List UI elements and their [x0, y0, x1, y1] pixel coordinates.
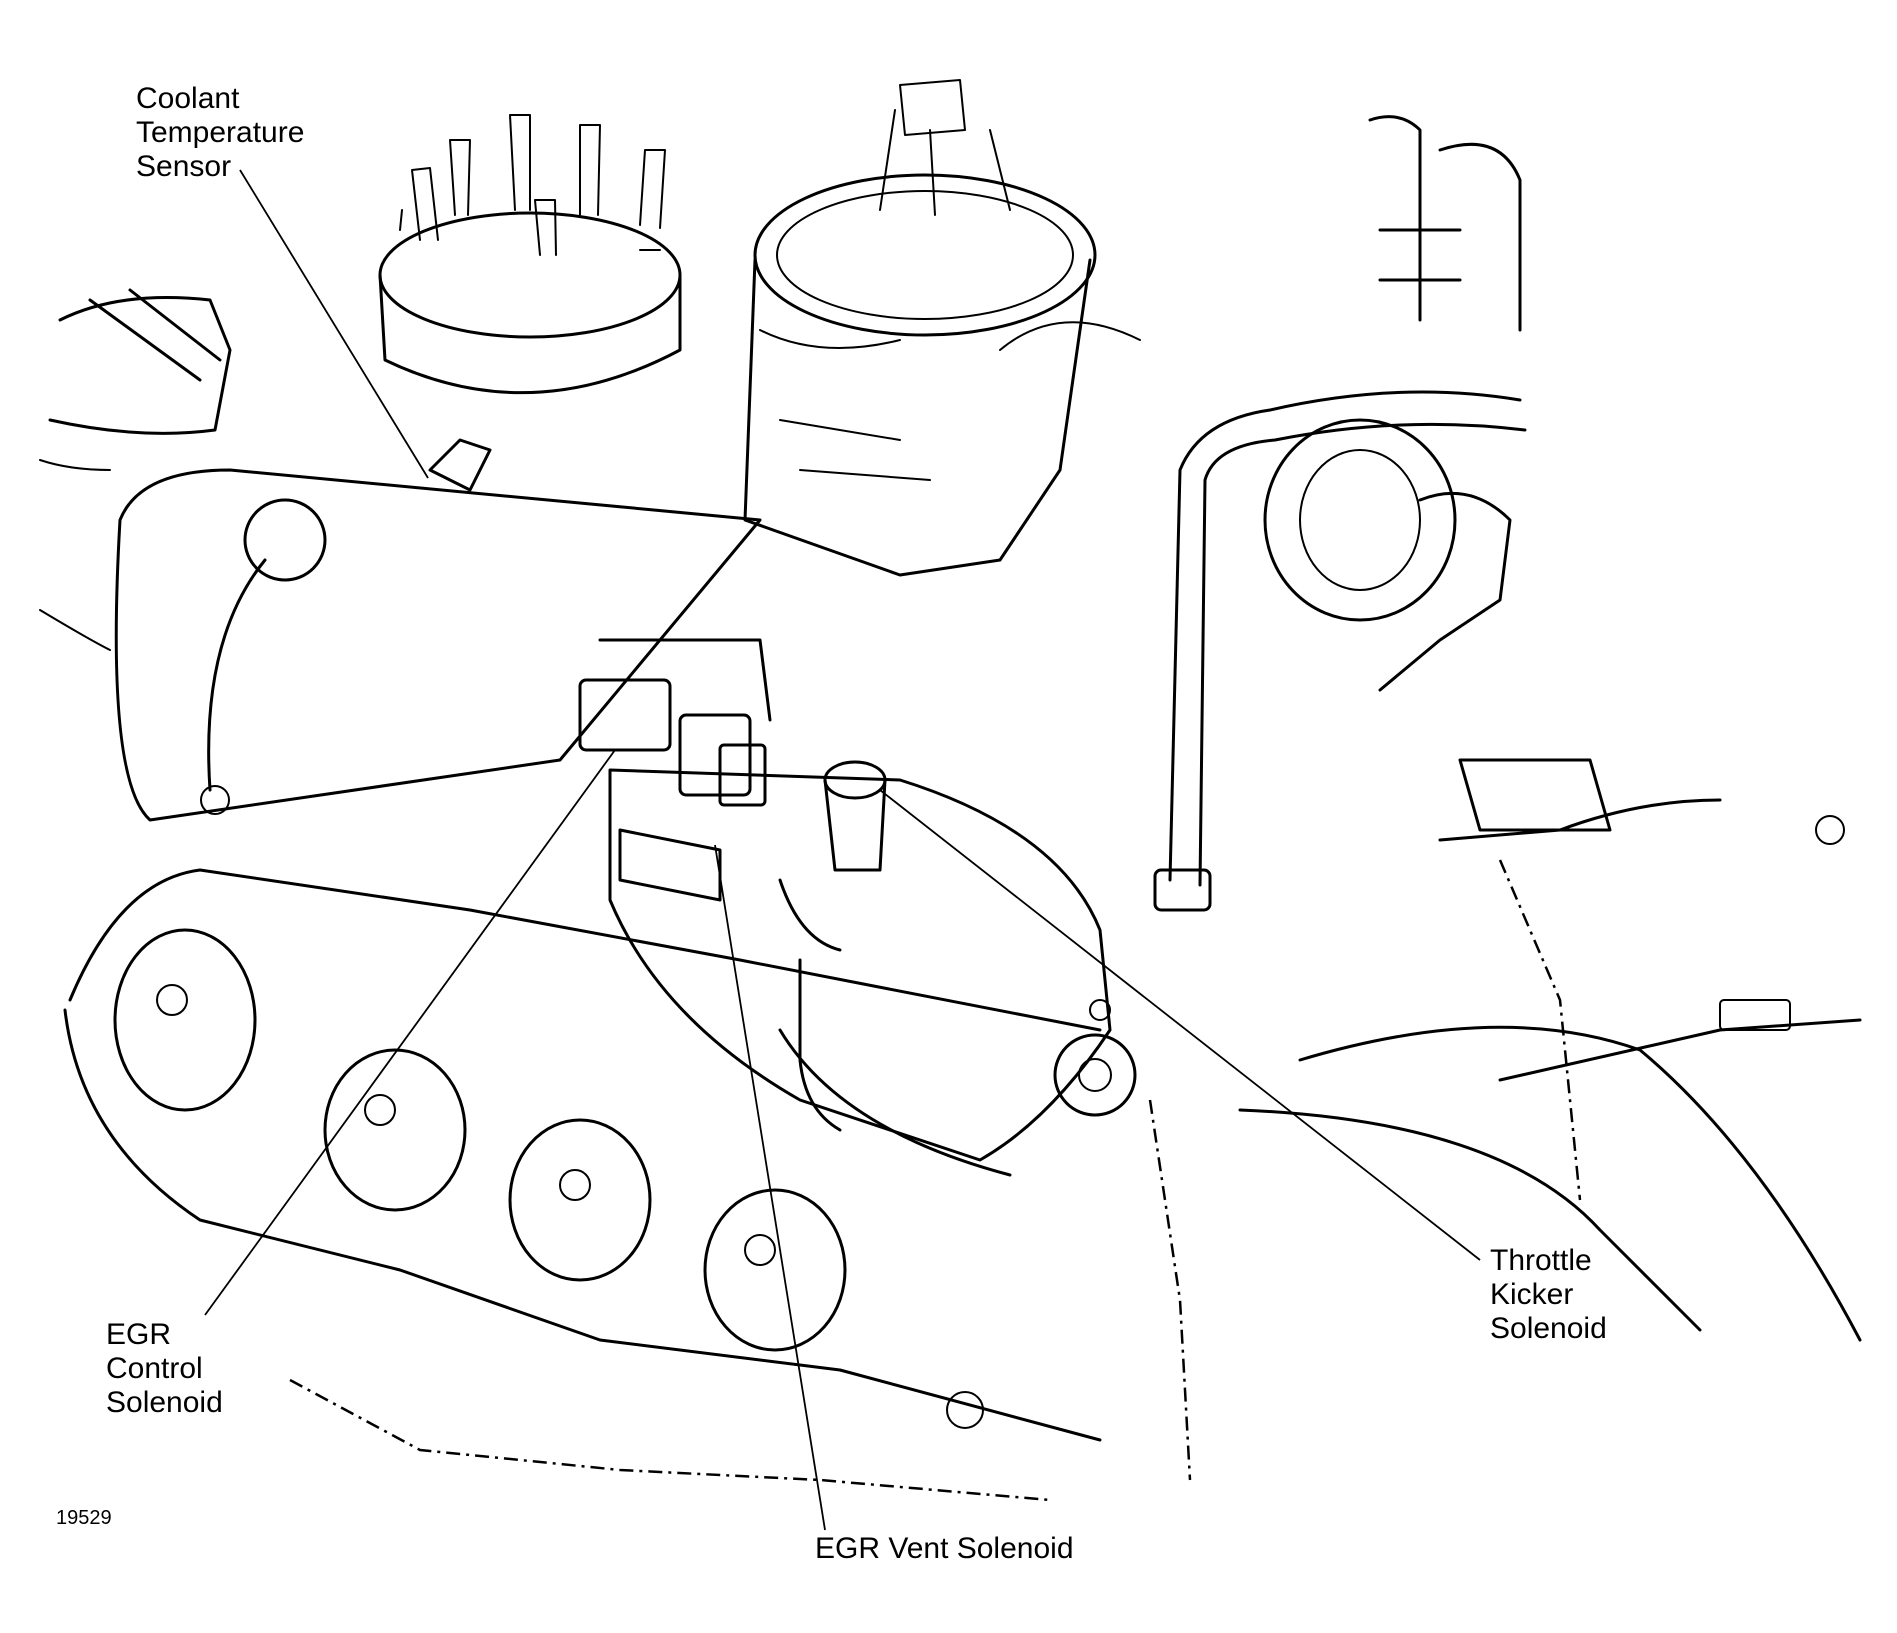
pcv-hose	[1153, 390, 1527, 912]
solenoid-cluster	[578, 638, 887, 1132]
label-line: EGR	[106, 1318, 172, 1351]
pulley-assembly	[1263, 418, 1512, 692]
leader-egr-vent-solenoid	[714, 844, 826, 1531]
left-valve-cover	[608, 768, 1137, 1177]
label-egr-vent-solenoid: EGR Vent Solenoid	[815, 1532, 1074, 1566]
label-line: Coolant	[136, 82, 240, 115]
leader-coolant-temperature-sensor	[239, 169, 429, 479]
label-coolant-temperature-sensor: Coolant Temperature Sensor	[136, 82, 304, 184]
engine-block	[289, 859, 1862, 1502]
leader-lines	[204, 169, 1481, 1531]
right-valve-cover	[114, 468, 762, 822]
air-intake	[39, 288, 232, 651]
coil-and-wiring	[1368, 115, 1845, 845]
coolant-sensor-part	[428, 438, 492, 492]
label-line: Sensor	[136, 150, 232, 183]
figure-number: 19529	[56, 1507, 112, 1529]
label-egr-control-solenoid: EGR Control Solenoid	[106, 1318, 223, 1420]
label-line: Control	[106, 1352, 203, 1385]
leader-egr-control-solenoid	[204, 749, 616, 1316]
label-line: Solenoid	[1490, 1312, 1607, 1345]
label-throttle-kicker-solenoid: Throttle Kicker Solenoid	[1490, 1244, 1607, 1346]
label-line: Throttle	[1490, 1244, 1592, 1277]
label-line: Temperature	[136, 116, 305, 149]
label-line: Solenoid	[106, 1386, 223, 1419]
distributor-cap	[378, 114, 682, 395]
label-line: EGR Vent Solenoid	[815, 1532, 1074, 1565]
label-line: Kicker	[1490, 1278, 1574, 1311]
carburetor	[743, 79, 1141, 577]
leader-throttle-kicker-solenoid	[879, 789, 1481, 1261]
exhaust-manifold	[63, 868, 1102, 1442]
